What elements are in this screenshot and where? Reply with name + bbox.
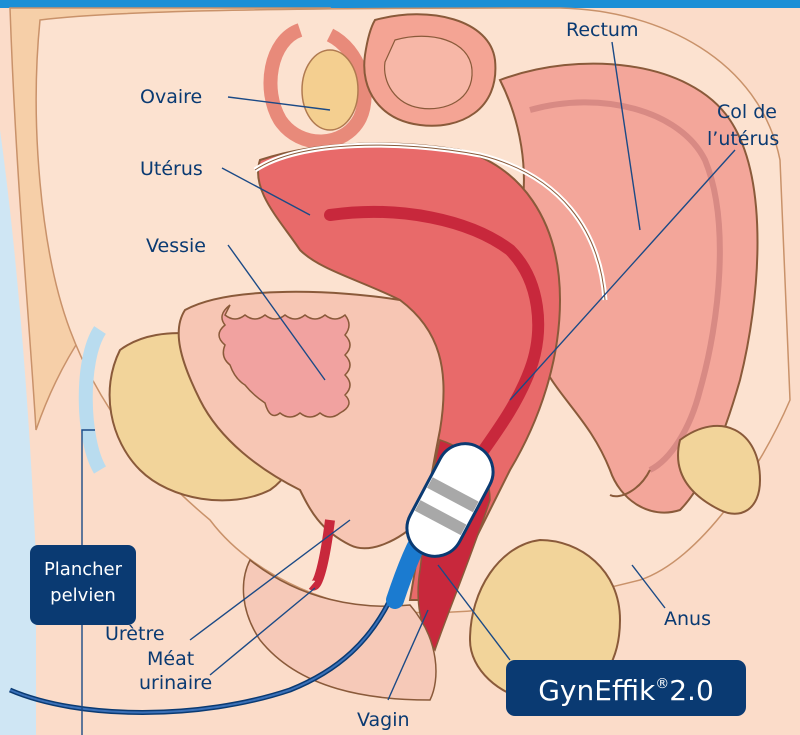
- label-vagin: Vagin: [357, 709, 410, 731]
- label-col-line2: l’utérus: [707, 128, 779, 150]
- ovary: [302, 50, 358, 130]
- label-col-line1: Col de: [717, 101, 777, 123]
- label-ovaire: Ovaire: [140, 86, 202, 108]
- label-uretre: Urètre: [105, 623, 165, 645]
- label-rectum: Rectum: [566, 19, 638, 41]
- label-anus: Anus: [664, 608, 711, 630]
- brand-version: 2.0: [669, 674, 714, 707]
- plancher-pelvien-badge: Plancher pelvien: [30, 545, 136, 625]
- label-meat-line1: Méat: [147, 648, 194, 670]
- top-strip: [0, 0, 800, 8]
- label-uterus: Utérus: [140, 158, 203, 180]
- gyneffik-badge: GynEffik®2.0: [506, 660, 746, 716]
- badge-line1: Plancher: [44, 559, 123, 580]
- intestine-inner: [385, 36, 473, 108]
- brand-text: GynEffik®2.0: [538, 674, 714, 707]
- brand-mark: ®: [655, 676, 669, 692]
- label-vessie: Vessie: [146, 235, 206, 257]
- label-meat-line2: urinaire: [139, 672, 212, 694]
- badge-line2: pelvien: [50, 585, 116, 606]
- brand-name: GynEffik: [538, 674, 656, 707]
